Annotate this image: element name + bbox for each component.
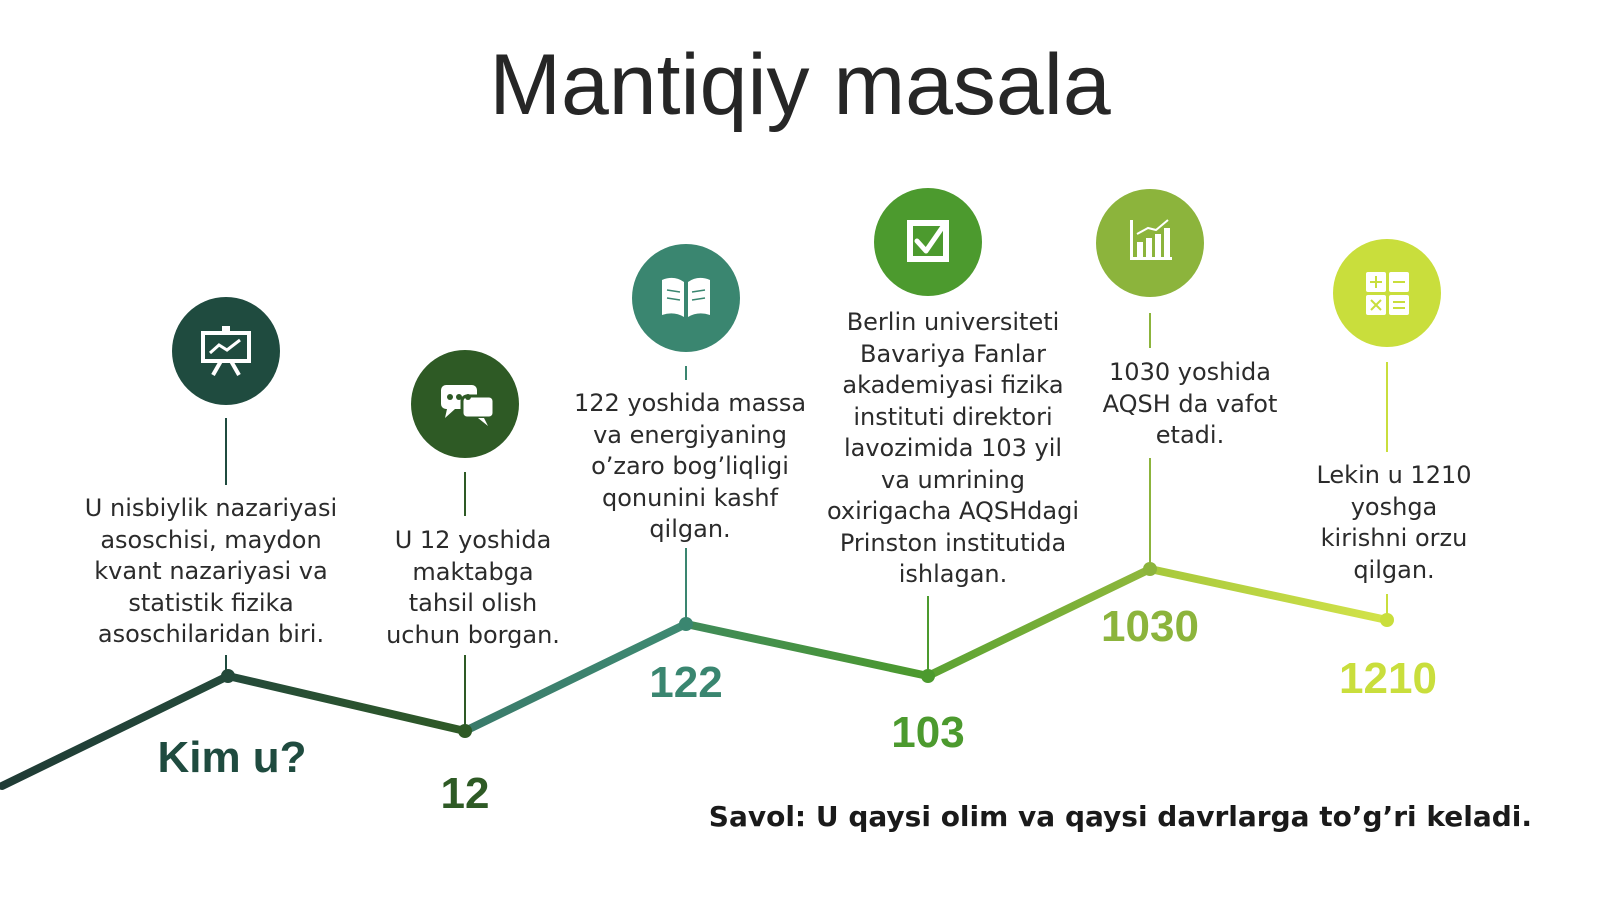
timeline-dot — [921, 669, 935, 683]
page-title: Mantiqiy masala — [489, 37, 1111, 133]
timeline-dot — [1380, 613, 1394, 627]
connectors — [225, 313, 1388, 731]
milestone-value: 122 — [649, 658, 723, 707]
timeline-dot — [1143, 562, 1157, 576]
timeline-dot — [679, 617, 693, 631]
timeline-dots — [221, 562, 1394, 738]
milestone-description: 122 yoshida massa va energiyaning o’zaro… — [573, 389, 807, 543]
milestone-value: 103 — [891, 708, 965, 757]
milestone-value: 12 — [440, 769, 490, 818]
milestone-value: Kim u? — [157, 733, 307, 782]
checkbox-icon — [874, 188, 982, 296]
timeline-dot — [221, 669, 235, 683]
milestone-value: 1030 — [1101, 602, 1199, 651]
milestone-description: U nisbiylik nazariyasi asoschisi, maydon… — [84, 494, 338, 648]
timeline-dot — [458, 724, 472, 738]
milestone-value: 1210 — [1339, 654, 1437, 703]
milestone-description: Lekin u 1210 yoshga kirishni orzu qilgan… — [1316, 461, 1472, 584]
calculator-icon — [1333, 239, 1441, 347]
chat-bubbles-icon — [411, 350, 519, 458]
question-text: Savol: U qaysi olim va qaysi davrlarga t… — [708, 800, 1532, 833]
presentation-board-icon — [172, 297, 280, 405]
milestone-description: 1030 yoshida AQSH da vafot etadi. — [1102, 358, 1278, 449]
open-book-icon — [632, 244, 740, 352]
milestone-description: U 12 yoshida maktabga tahsil olish uchun… — [386, 526, 560, 649]
bar-chart-icon — [1096, 189, 1204, 297]
milestone-description: Berlin universiteti Bavariya Fanlar akad… — [826, 308, 1080, 588]
timeline-line — [0, 565, 1391, 790]
